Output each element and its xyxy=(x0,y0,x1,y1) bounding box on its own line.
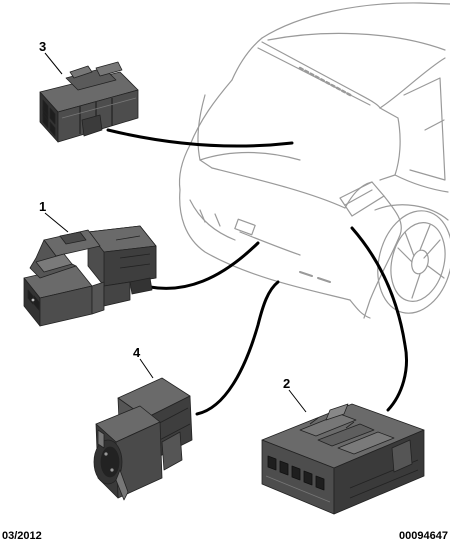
footer-date: 03/2012 xyxy=(2,530,42,542)
wire-2 xyxy=(350,226,408,412)
connector-4 xyxy=(93,377,193,501)
connector-3 xyxy=(39,61,139,143)
wire-1 xyxy=(148,241,260,290)
callout-2: 2 xyxy=(283,376,291,391)
wire-3 xyxy=(106,128,294,148)
leader-2 xyxy=(288,389,307,413)
leader-lines xyxy=(44,52,307,413)
callout-3: 3 xyxy=(39,39,47,54)
leader-3 xyxy=(44,52,63,75)
wire-4 xyxy=(195,280,280,416)
connector-1 xyxy=(23,225,157,327)
callout-4: 4 xyxy=(133,345,141,360)
connector-wires xyxy=(106,128,408,416)
leader-1 xyxy=(44,212,69,233)
connector-2 xyxy=(261,403,425,515)
footer-reference: 00094647 xyxy=(399,530,448,542)
vehicle-rear-view xyxy=(178,2,450,319)
callout-1: 1 xyxy=(39,199,47,214)
leader-4 xyxy=(139,358,154,379)
